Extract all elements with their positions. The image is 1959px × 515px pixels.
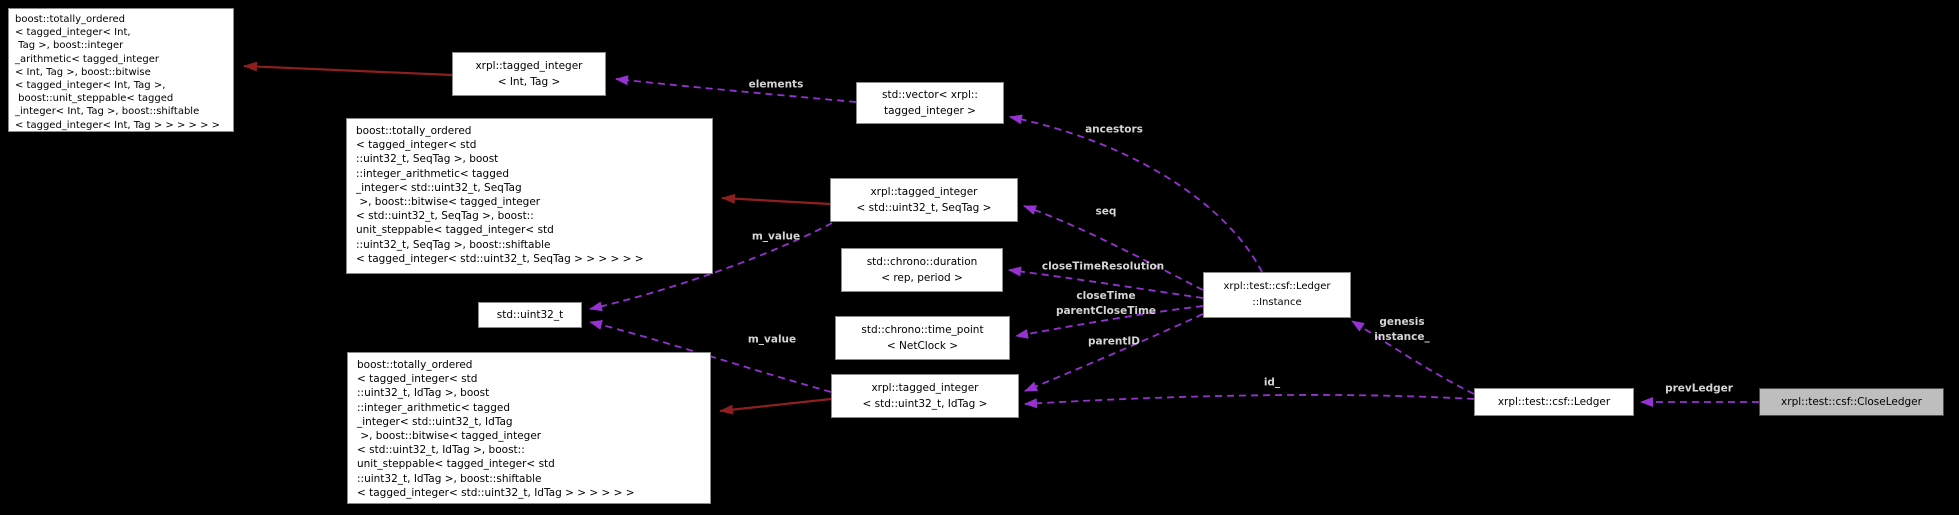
edge-genesis-instance-line [1351, 320, 1475, 395]
edge-label-id: id_ [1263, 376, 1281, 389]
node-close-ledger: xrpl::test::csf::CloseLedger [1759, 388, 1944, 416]
node-tagged-integer-seqtag[interactable]: xrpl::tagged_integer < std::uint32_t, Se… [830, 178, 1018, 222]
node-tagged-integer-idtag[interactable]: xrpl::tagged_integer < std::uint32_t, Id… [831, 374, 1019, 418]
edge-inherit-tagged-int-tag [243, 61, 453, 77]
node-std-chrono-duration[interactable]: std::chrono::duration < rep, period > [841, 248, 1003, 292]
node-ledger-instance[interactable]: xrpl::test::csf::Ledger ::Instance [1203, 272, 1351, 318]
node-boost-totally-ordered-idtag[interactable]: boost::totally_ordered < tagged_integer<… [347, 352, 711, 504]
node-boost-totally-ordered-seqtag[interactable]: boost::totally_ordered < tagged_integer<… [346, 118, 713, 274]
node-tagged-integer-int-tag[interactable]: xrpl::tagged_integer < Int, Tag > [452, 52, 606, 96]
node-std-uint32-t[interactable]: std::uint32_t [478, 302, 582, 328]
edge-close-times-line [1015, 305, 1204, 339]
edge-label-ancestors: ancestors [1085, 123, 1143, 136]
edge-m-value-seq-line [589, 222, 833, 312]
edge-ancestors-line [1009, 114, 1263, 273]
edge-close-time-resolution-line [1008, 266, 1204, 299]
edge-label-parent-id: parentID [1087, 335, 1141, 348]
edge-seq-line [1023, 205, 1204, 291]
edge-label-m-value-seq: m_value [751, 230, 801, 243]
edge-inherit-tagged-seq [721, 193, 831, 206]
edge-id-line [1024, 394, 1475, 409]
node-std-vector-tagged-integer[interactable]: std::vector< xrpl:: tagged_integer > [856, 82, 1004, 124]
edge-label-close-times: closeTime parentCloseTime [1055, 290, 1157, 317]
node-boost-totally-ordered-int-tag[interactable]: boost::totally_ordered < tagged_integer<… [8, 8, 234, 132]
edge-inherit-tagged-id [719, 397, 832, 415]
edge-parent-id-line [1024, 313, 1204, 392]
edge-label-close-time-resolution: closeTimeResolution [1041, 260, 1165, 273]
edge-label-seq: seq [1095, 205, 1117, 218]
node-std-chrono-time-point[interactable]: std::chrono::time_point < NetClock > [835, 316, 1010, 360]
edge-label-m-value-id: m_value [747, 333, 797, 346]
edge-elements-line [615, 75, 857, 103]
edge-m-value-id-line [589, 320, 832, 393]
edge-label-elements: elements [748, 78, 804, 91]
node-ledger[interactable]: xrpl::test::csf::Ledger [1474, 388, 1634, 416]
edge-label-prev-ledger: prevLedger [1665, 382, 1733, 395]
edge-label-genesis-instance: genesis instance_ [1374, 316, 1430, 343]
